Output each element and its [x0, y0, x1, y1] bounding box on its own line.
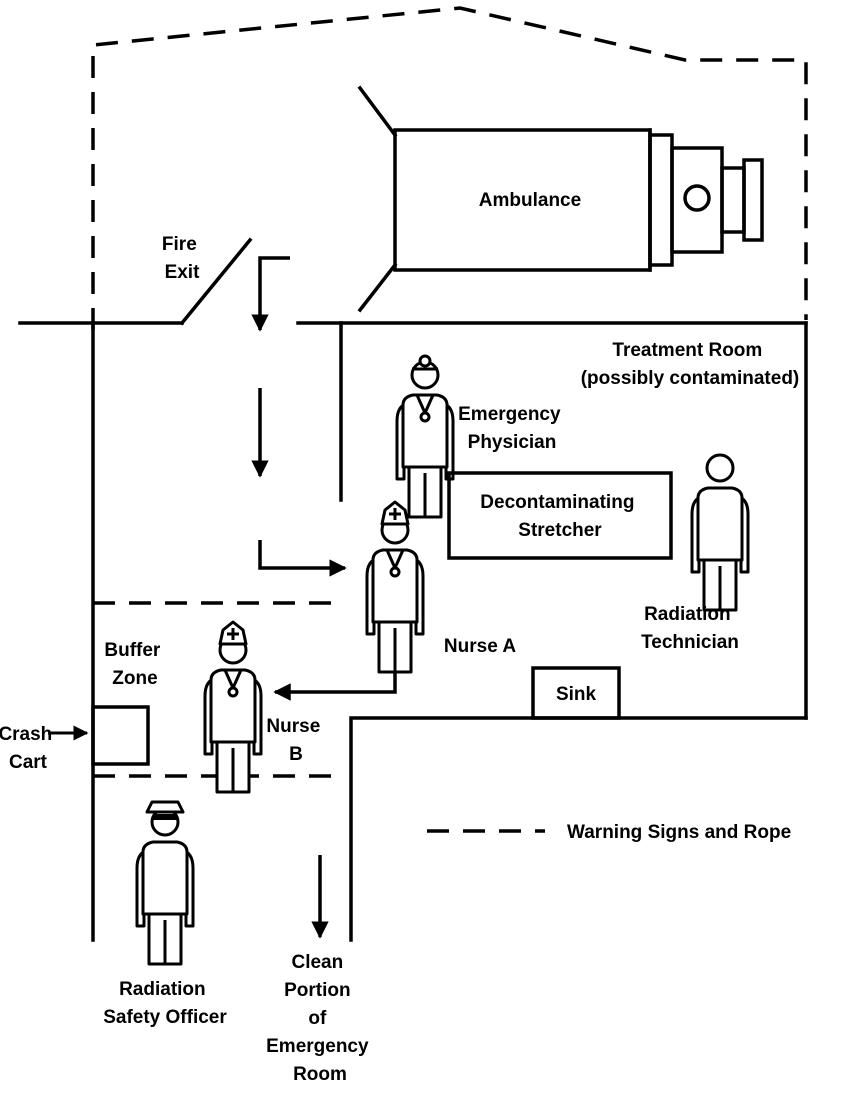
sink	[531, 666, 621, 720]
radiation-technician-figure	[690, 453, 750, 612]
radiation-safety-officer-figure	[135, 800, 195, 966]
decontaminating-stretcher	[447, 471, 673, 560]
ambulance	[357, 85, 764, 313]
stretcher-label: Decontaminating Stretcher	[480, 492, 639, 541]
nurse-a-label: Nurse A	[444, 636, 516, 657]
crash-cart-label: Crash Cart	[0, 724, 58, 773]
buffer-zone-label: Buffer Zone	[104, 640, 165, 689]
walls	[18, 237, 808, 942]
clean-portion-label: Clean Portion of Emergency Room	[266, 952, 374, 1085]
radiation-safety-officer-label: Radiation Safety Officer	[103, 979, 227, 1028]
radiation-technician-label: Radiation Technician	[641, 604, 739, 653]
patient-path-arrows	[251, 256, 397, 701]
crash-cart	[91, 705, 150, 766]
nurse-a-figure	[365, 500, 425, 674]
treatment-room-label: Treatment Room (possibly contaminated)	[581, 340, 800, 389]
fire-exit-door	[179, 237, 253, 326]
sink-label: Sink	[556, 684, 597, 705]
ambulance-label: Ambulance	[479, 190, 581, 211]
legend-label: Warning Signs and Rope	[567, 822, 791, 843]
outer-rope-boundary	[91, 6, 808, 330]
emergency-physician-figure	[395, 354, 455, 519]
fire-exit-label: Fire Exit	[162, 234, 202, 283]
nurse-b-label: Nurse B	[266, 716, 325, 765]
nurse-b-figure	[203, 620, 263, 794]
emergency-physician-label: Emergency Physician	[458, 404, 566, 453]
